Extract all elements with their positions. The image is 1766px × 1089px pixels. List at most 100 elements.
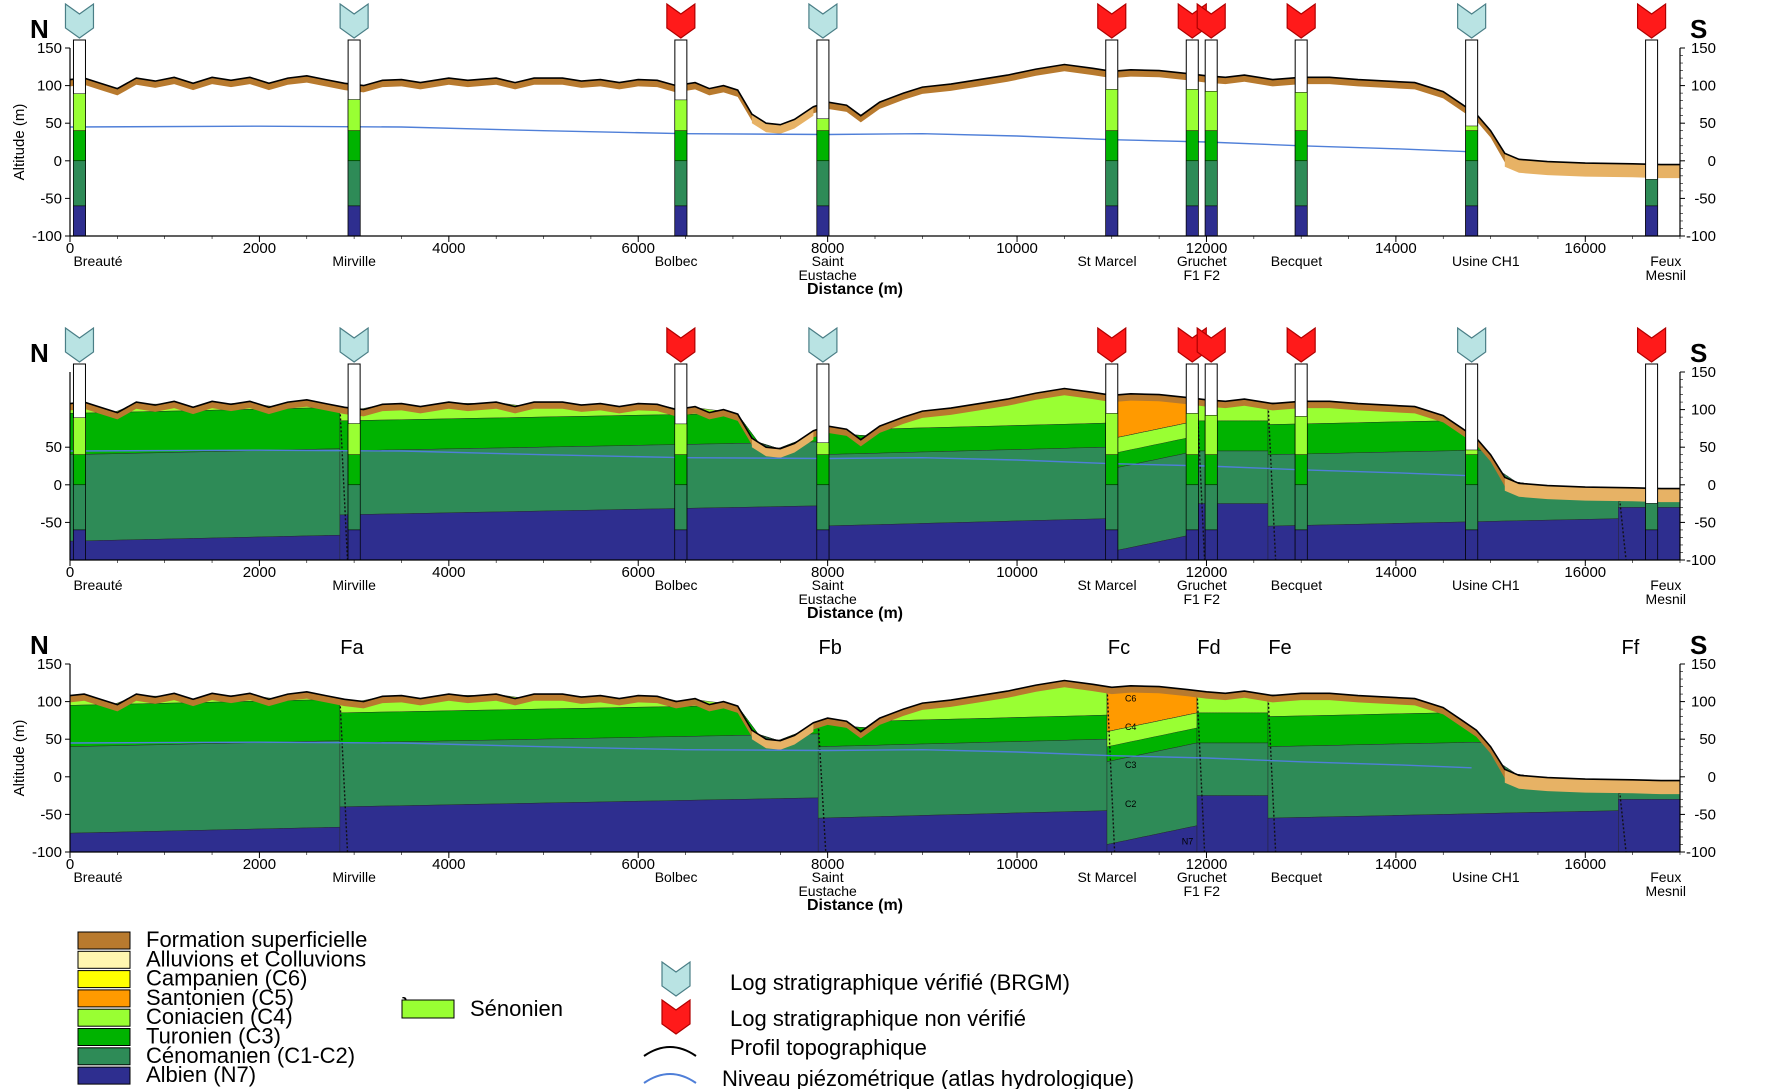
well-log-segment (1465, 484, 1478, 531)
y-tick-label: -100 (1686, 228, 1716, 245)
unverified-log-icon (1286, 326, 1316, 363)
x-axis-title: Distance (m) (807, 605, 903, 622)
y-tick-label: 150 (37, 656, 62, 673)
well-log-segment (1204, 414, 1218, 455)
well-log-segment (73, 205, 86, 237)
well-log-segment (1186, 130, 1199, 162)
albien-layer (339, 797, 819, 853)
y-tick-label: 50 (45, 731, 62, 748)
legend-unit-label: Campanien (C6) (146, 966, 307, 991)
y-axis-title: Altitude (m) (11, 720, 28, 797)
well-log-segment (1204, 160, 1218, 207)
well-log-segment (816, 205, 830, 237)
x-tick-label: 10000 (996, 240, 1038, 257)
well-log-segment (816, 454, 830, 486)
well-log-segment (816, 442, 830, 455)
unverified-log-icon (666, 326, 696, 363)
site-label-second-line: Eustache (798, 267, 857, 283)
north-label: N (30, 14, 49, 44)
x-tick-label: 16000 (1564, 240, 1606, 257)
well-log-segment (1294, 160, 1308, 207)
fault-line (339, 698, 349, 853)
well-log-segment (674, 529, 688, 561)
well-log-segment (1465, 160, 1478, 207)
y-tick-label: 0 (54, 477, 62, 494)
unverified-log-icon (1196, 2, 1226, 39)
legend-topo-label: Profil topographique (730, 1035, 927, 1060)
senonien-label: Sénonien (470, 996, 563, 1021)
unverified-log-icon (1286, 2, 1316, 39)
cenomanien-layer (1196, 742, 1269, 796)
alluvial-fill (1504, 477, 1680, 503)
site-label: St Marcel (1077, 253, 1136, 269)
x-tick-label: 4000 (432, 856, 465, 873)
well-log-segment (73, 160, 86, 207)
x-tick-label: 8000 (811, 240, 844, 257)
south-label: S (1690, 630, 1707, 660)
x-tick-label: 6000 (622, 564, 655, 581)
fault-line (817, 721, 827, 853)
well-log-segment (816, 160, 830, 207)
well-log-segment (73, 417, 86, 455)
site-label: Gruchet (1177, 253, 1227, 269)
well-log-segment (347, 454, 361, 486)
legend-piezo-label: Niveau piézométrique (atlas hydrologique… (722, 1066, 1134, 1089)
y-tick-label: 50 (1699, 115, 1716, 132)
site-label-second-line: Mesnil (1646, 591, 1686, 607)
x-tick-label: 16000 (1564, 564, 1606, 581)
x-axis-title: Distance (m) (807, 281, 903, 298)
well-log-segment (1105, 160, 1119, 207)
verified-log-icon (64, 326, 95, 363)
x-tick-label: 0 (66, 240, 74, 257)
y-tick-label: 0 (54, 153, 62, 170)
y-tick-label: 50 (1699, 439, 1716, 456)
x-tick-label: 0 (66, 564, 74, 581)
well-log-segment (1204, 130, 1218, 162)
y-tick-label: 150 (1691, 40, 1716, 57)
y-tick-label: 100 (1691, 694, 1716, 711)
legend-swatch (77, 1028, 131, 1046)
site-label: Gruchet (1177, 869, 1227, 885)
cenomanien-layer (339, 441, 819, 516)
site-label: Mirville (332, 577, 376, 593)
x-tick-label: 14000 (1375, 240, 1417, 257)
site-label: Becquet (1271, 869, 1322, 885)
site-label: Saint (812, 869, 844, 885)
well-log-segment (73, 130, 86, 162)
site-label: Mirville (332, 253, 376, 269)
well-log-segment (1294, 92, 1308, 131)
well-log-segment (347, 205, 361, 237)
fault-line (1196, 690, 1206, 853)
well-log-segment (674, 130, 688, 162)
verified-log-icon (1457, 2, 1487, 39)
legend-unit-label: Alluvions et Colluvions (146, 946, 366, 971)
piezo-line-icon (643, 1073, 697, 1084)
cenomanien-layer (69, 740, 341, 834)
albien-layer (1196, 795, 1269, 853)
x-tick-label: 12000 (1186, 856, 1228, 873)
y-tick-label: 100 (1691, 78, 1716, 95)
verified-log-icon (808, 2, 838, 39)
legend-unit-label: Cénomanien (C1-C2) (146, 1043, 355, 1068)
well-log-segment (816, 118, 830, 131)
y-tick-label: 100 (37, 78, 62, 95)
valley-alluvium (751, 430, 814, 458)
x-tick-label: 8000 (811, 856, 844, 873)
south-label: S (1690, 14, 1707, 44)
well-log-segment (1465, 529, 1478, 561)
well-log-segment (347, 160, 361, 207)
y-tick-label: 100 (1691, 402, 1716, 419)
x-tick-label: 12000 (1186, 564, 1228, 581)
south-label: S (1690, 338, 1707, 368)
well-log-segment (1645, 503, 1658, 531)
unit-code-label: N7 (1182, 836, 1194, 846)
site-label: Feux (1650, 253, 1681, 269)
unverified-log-icon (1097, 326, 1127, 363)
well-log-segment (1294, 130, 1308, 162)
y-tick-label: -50 (1694, 190, 1716, 207)
site-label: St Marcel (1077, 869, 1136, 885)
well-log-segment (1186, 413, 1199, 455)
